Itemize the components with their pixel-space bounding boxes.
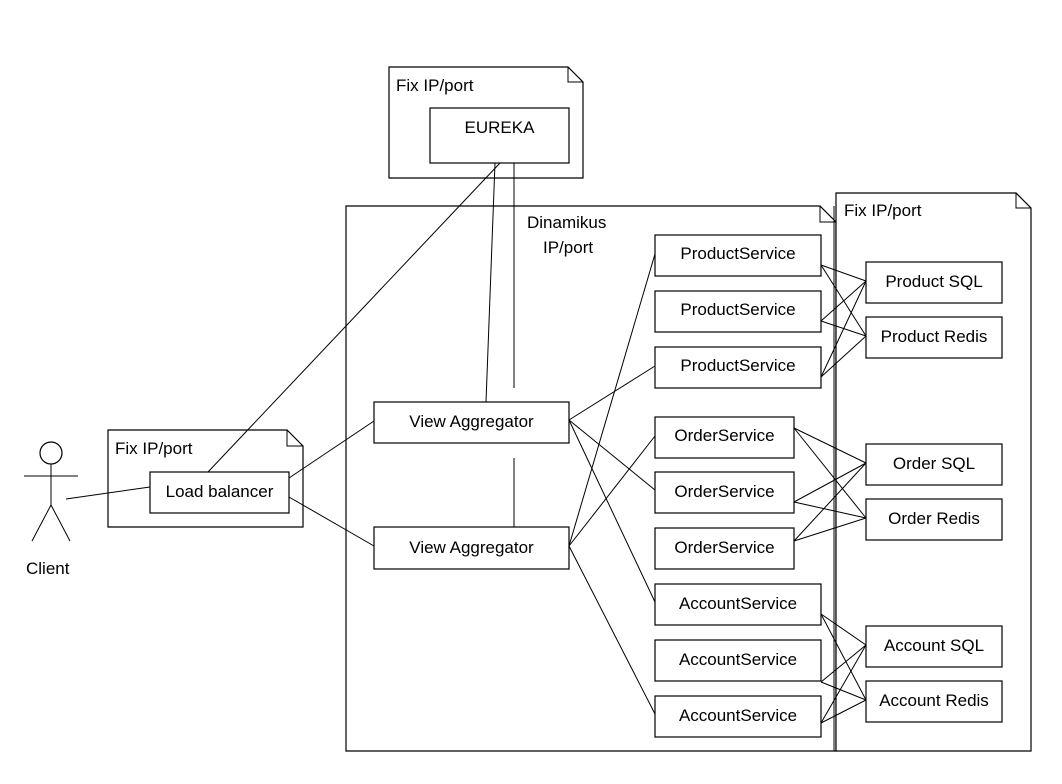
account-sql-label: Account SQL: [884, 636, 984, 655]
conn-va2-product1: [568, 253, 656, 547]
account-service-2-label: AccountService: [679, 650, 797, 669]
product-service-3-label: ProductService: [680, 356, 795, 375]
conn-os1-redis: [793, 427, 867, 519]
conn-os3-sql: [793, 462, 867, 542]
order-redis-label: Order Redis: [888, 509, 980, 528]
conn-as3-sql: [820, 644, 867, 724]
account-service-1-label: AccountService: [679, 594, 797, 613]
conn-os3-redis: [793, 517, 867, 542]
product-service-3: ProductService: [654, 346, 822, 389]
conn-lb-va1: [288, 420, 375, 479]
conn-client-lb: [65, 486, 151, 500]
conn-va2-account3: [568, 545, 656, 715]
conn-lb-va2: [288, 496, 375, 547]
load-balancer-node-label: Fix IP/port: [115, 439, 193, 458]
account-redis: Account Redis: [865, 680, 1003, 723]
conn-lb-eureka: [207, 162, 501, 473]
view-aggregator-1-label: View Aggregator: [409, 412, 534, 431]
conn-as3-redis: [820, 699, 867, 724]
order-service-2: OrderService: [654, 471, 795, 514]
conn-as2-sql: [820, 644, 867, 683]
dynamic-node-label-line1: Dinamikus: [527, 213, 606, 232]
order-sql: Order SQL: [865, 443, 1003, 486]
conn-os2-sql: [793, 462, 867, 503]
conn-os1-sql: [793, 427, 867, 464]
storage-node-label: Fix IP/port: [844, 201, 922, 220]
client-actor: Client: [24, 441, 78, 578]
eureka-label: EUREKA: [465, 118, 536, 137]
conn-va1-order2: [568, 419, 656, 491]
view-aggregator-2-label: View Aggregator: [409, 538, 534, 557]
view-aggregator-1: View Aggregator: [373, 401, 570, 444]
eureka-node-label: Fix IP/port: [396, 76, 474, 95]
account-service-3: AccountService: [654, 695, 822, 738]
product-sql-label: Product SQL: [885, 272, 982, 291]
order-service-1-label: OrderService: [674, 426, 774, 445]
conn-va2-order1: [568, 435, 656, 547]
client-label: Client: [26, 559, 70, 578]
conn-os2-redis: [793, 501, 867, 519]
product-service-2: ProductService: [654, 290, 822, 333]
conn-ps3-sql: [820, 280, 867, 378]
conn-va1-product3: [568, 365, 656, 421]
connections: [65, 162, 867, 724]
conn-va1-eureka: [485, 162, 496, 403]
view-aggregator-2: View Aggregator: [373, 526, 570, 570]
order-service-3: OrderService: [654, 527, 795, 570]
account-service-3-label: AccountService: [679, 706, 797, 725]
conn-va1-account1: [568, 419, 656, 603]
account-redis-label: Account Redis: [879, 691, 989, 710]
load-balancer-component: Load balancer: [149, 471, 290, 514]
stick-figure-icon: [24, 441, 78, 542]
account-service-2: AccountService: [654, 639, 822, 682]
dynamic-node-label-line2: IP/port: [543, 238, 593, 257]
order-sql-label: Order SQL: [893, 454, 975, 473]
product-service-1: ProductService: [654, 234, 822, 277]
product-redis-label: Product Redis: [881, 327, 988, 346]
product-service-1-label: ProductService: [680, 244, 795, 263]
conn-ps1-sql: [820, 264, 867, 282]
conn-ps2-sql: [820, 280, 867, 322]
conn-as1-sql: [820, 613, 867, 646]
eureka-component: EUREKA: [429, 107, 570, 164]
account-service-1: AccountService: [654, 583, 822, 626]
conn-ps3-redis: [820, 335, 867, 378]
conn-as1-redis: [820, 613, 867, 701]
order-redis: Order Redis: [865, 498, 1003, 541]
order-service-1: OrderService: [654, 416, 795, 459]
conn-as2-redis: [820, 681, 867, 701]
product-redis: Product Redis: [865, 316, 1003, 359]
load-balancer-label: Load balancer: [166, 482, 274, 501]
order-service-2-label: OrderService: [674, 482, 774, 501]
product-sql: Product SQL: [865, 261, 1003, 304]
product-service-2-label: ProductService: [680, 300, 795, 319]
account-sql: Account SQL: [865, 625, 1003, 668]
order-service-3-label: OrderService: [674, 538, 774, 557]
